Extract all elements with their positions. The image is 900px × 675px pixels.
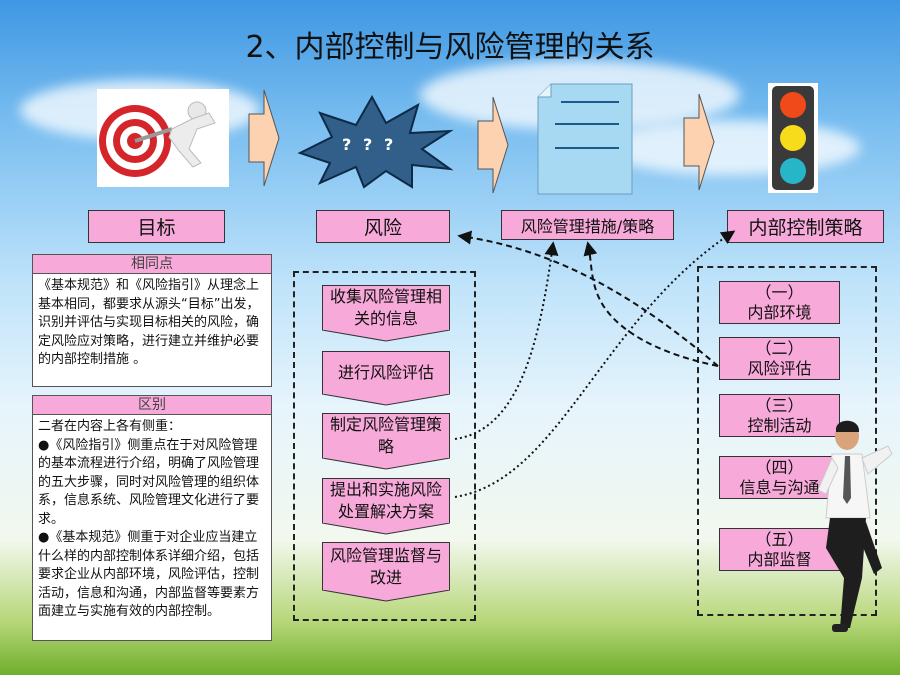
control-element: （四） 信息与沟通 [719,456,840,499]
control-element-label: 内部监督 [747,549,812,569]
risk-step-label: 制定风险管理策略 [322,413,450,458]
difference-heading: 区别 [32,395,272,415]
risk-step-label: 进行风险评估 [322,351,450,394]
control-element-label: 内部环境 [747,302,812,322]
similarity-text: 《基本规范》和《风险指引》从理念上基本相同，都要求从源头“目标”出发，识别并评估… [38,278,260,367]
step-arrow-tip [322,330,450,342]
difference-line: ●《风险指引》侧重点在于对风险管理的基本流程进行介绍，明确了风险管理的五大步骤，… [38,437,260,527]
control-element: （三） 控制活动 [719,394,840,437]
right-arrow-icon [683,93,715,191]
step-arrow-tip [322,523,450,535]
target-header: 目标 [88,210,225,243]
question-mark: ? [363,135,373,154]
document-icon [537,83,633,195]
risk-step: 制定风险管理策略 [322,413,450,470]
similarity-heading: 相同点 [32,254,272,274]
right-arrow-icon [477,96,509,194]
control-element-number: （五） [755,529,804,549]
control-element-number: （一） [755,282,804,302]
traffic-light-picture [768,83,818,193]
control-element: （一） 内部环境 [719,281,840,324]
risk-starburst: ? ? ? [290,95,460,190]
control-element-label: 控制活动 [747,415,812,435]
control-header: 内部控制策略 [727,210,884,243]
target-picture [97,89,229,187]
document-line [555,123,619,125]
difference-line: ●《基本规范》侧重于对企业应当建立什么样的内部控制体系详细介绍，包括要求企业从内… [38,530,260,619]
risk-step-label: 提出和实施风险处置解决方案 [322,478,450,523]
control-element: （二） 风险评估 [719,337,840,380]
step-arrow-tip [322,394,450,406]
document-line [555,147,619,149]
document-picture [537,83,633,195]
risk-step: 进行风险评估 [322,351,450,406]
right-arrow-icon [248,89,280,187]
control-element-label: 风险评估 [747,358,812,378]
dartboard-icon [99,101,216,177]
measures-header: 风险管理措施/策略 [501,210,674,240]
step-arrow-tip [322,458,450,470]
similarity-panel: 《基本规范》和《风险指引》从理念上基本相同，都要求从源头“目标”出发，识别并评估… [32,273,272,387]
cloud [600,120,860,175]
risk-step: 收集风险管理相关的信息 [322,285,450,342]
control-element-label: 信息与沟通 [739,477,820,497]
risk-step: 提出和实施风险处置解决方案 [322,478,450,535]
starburst-icon [297,95,454,189]
question-mark: ? [384,135,394,154]
control-element: （五） 内部监督 [719,528,840,571]
traffic-light-icon [772,86,814,190]
risk-step-label: 风险管理监督与改进 [322,542,450,590]
slide-title: 2、内部控制与风险管理的关系 [245,30,655,65]
control-element-number: （三） [755,395,804,415]
difference-panel: 二者在内容上各有侧重： ●《风险指引》侧重点在于对风险管理的基本流程进行介绍，明… [32,414,272,641]
businessman-icon [817,420,893,632]
step-arrow-tip [322,590,450,602]
control-element-number: （二） [755,338,804,358]
risk-step-label: 收集风险管理相关的信息 [322,285,450,330]
control-element-number: （四） [755,457,804,477]
document-line [561,101,619,103]
question-mark: ? [342,135,352,154]
difference-line: 二者在内容上各有侧重： [38,419,182,434]
risk-step: 风险管理监督与改进 [322,542,450,602]
risk-header: 风险 [316,210,450,243]
